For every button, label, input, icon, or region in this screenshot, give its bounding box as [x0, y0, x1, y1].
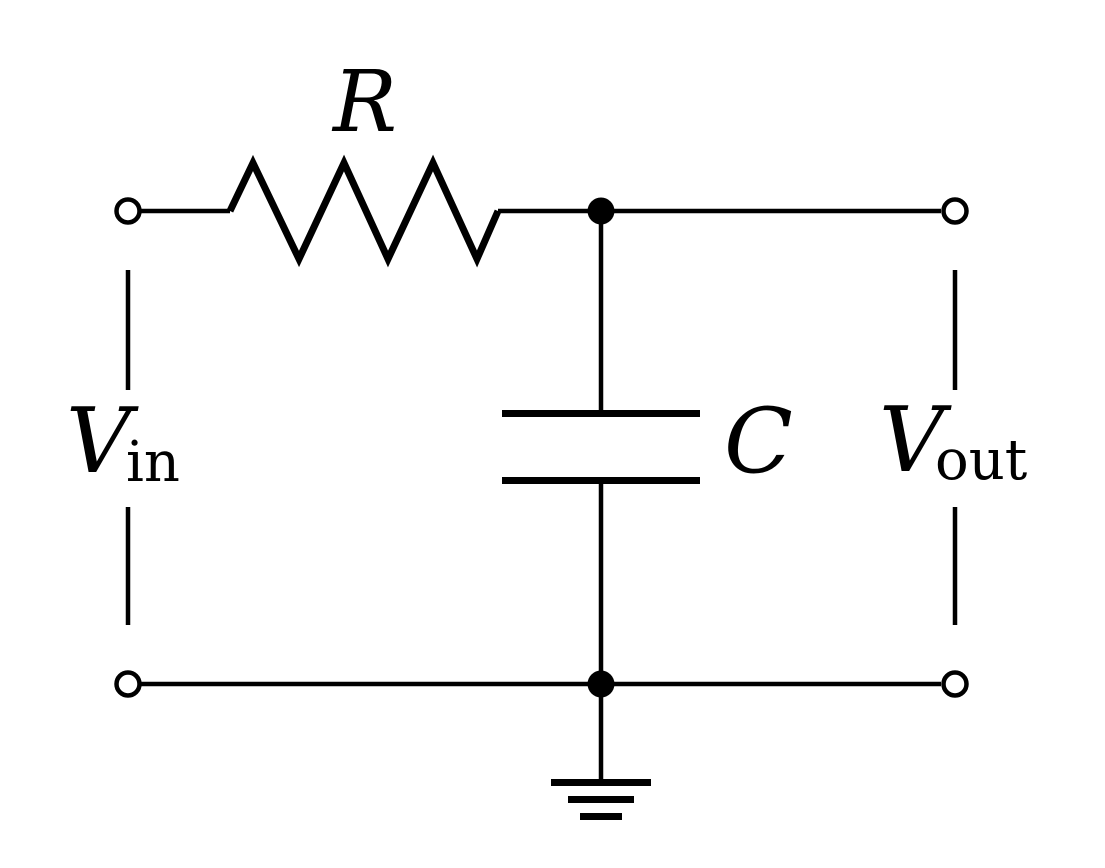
vout-label-main: V — [879, 388, 952, 493]
capacitor-label: C — [724, 389, 793, 494]
vin-label-main: V — [66, 389, 139, 494]
junction-dot-top — [587, 197, 615, 225]
ground-icon — [551, 779, 651, 820]
terminal-output-top-icon — [941, 197, 969, 225]
terminal-output-bottom-icon — [941, 670, 969, 698]
vout-label: V out — [879, 388, 1028, 493]
resistor-zigzag-icon — [226, 154, 502, 268]
vout-label-subscript: out — [935, 428, 1028, 493]
junction-dot-bottom — [587, 670, 615, 698]
terminal-input-top-icon — [114, 197, 142, 225]
vin-label-subscript: in — [126, 430, 180, 495]
terminal-input-bottom-icon — [114, 670, 142, 698]
resistor-label: R — [331, 53, 397, 152]
vin-label: V in — [66, 389, 180, 495]
